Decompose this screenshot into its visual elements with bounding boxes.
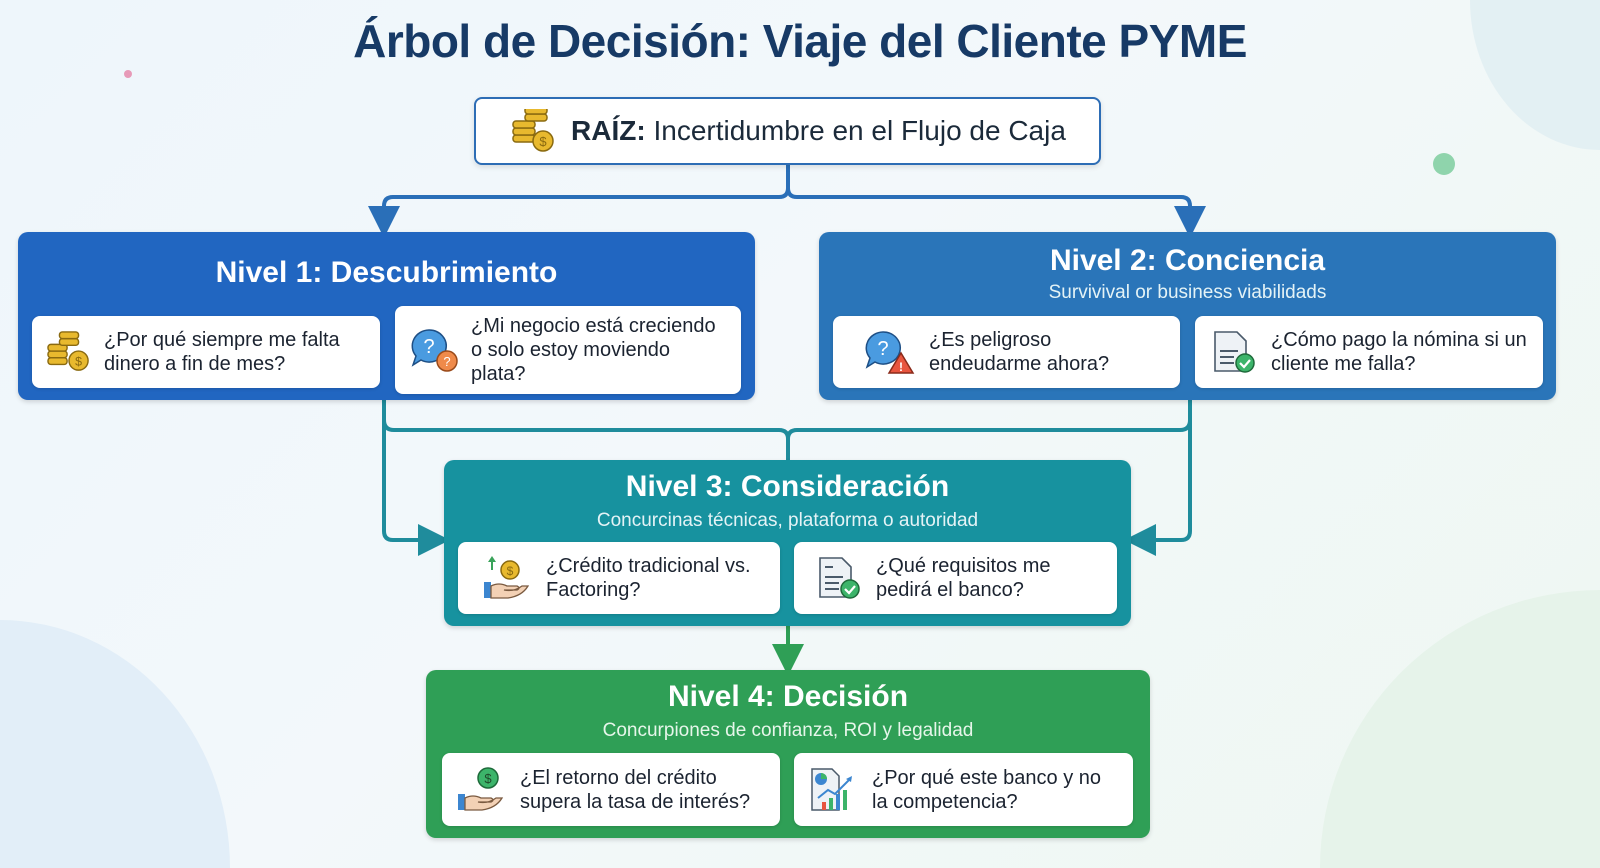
level-2-box: Nivel 2: Conciencia Survivival or busine… (819, 232, 1556, 400)
svg-text:?: ? (443, 354, 450, 369)
question-text: ¿Por qué siempre me falta dinero a fin d… (104, 329, 340, 375)
question-text: ¿Crédito tradicional vs. Factoring? (546, 555, 751, 601)
decor-dot (124, 70, 132, 78)
question-card: $ ¿El retorno del crédito supera la tasa… (442, 753, 780, 826)
question-text: ¿Cómo pago la nómina si un cliente me fa… (1271, 329, 1527, 375)
svg-text:$: $ (539, 134, 547, 149)
question-warning-icon: ?! (865, 331, 915, 374)
question-text: ¿Qué requisitos me pedirá el banco? (876, 555, 1051, 601)
connector-l1-l3 (382, 400, 450, 556)
document-check-icon (1214, 331, 1255, 373)
level-title: Nivel 1: Descubrimiento (215, 256, 558, 289)
svg-text:!: ! (899, 360, 903, 374)
question-card: ?? ¿Mi negocio está creciendo o solo est… (395, 306, 741, 394)
question-card: ¿Cómo pago la nómina si un cliente me fa… (1195, 316, 1543, 388)
level-subtitle: Concurpiones de confianza, ROI y legalid… (602, 720, 974, 741)
level-subtitle: Survivival or business viabilidads (1048, 282, 1327, 303)
question-text: ¿Por qué este banco y no la competencia? (872, 766, 1102, 813)
svg-text:?: ? (877, 338, 888, 360)
svg-text:$: $ (507, 564, 514, 578)
level-title: Nivel 2: Conciencia (1049, 244, 1326, 277)
growth-chart-icon (811, 767, 852, 811)
root-prefix: RAÍZ: (571, 115, 646, 146)
svg-text:$: $ (75, 354, 82, 368)
level-1-box: Nivel 1: Descubrimiento $ ¿Por qué siemp… (18, 232, 755, 400)
decor-dot (1433, 153, 1455, 175)
document-check-icon (819, 557, 860, 599)
level-subtitle: Concurcinas técnicas, plataforma o autor… (596, 510, 979, 531)
question-bubble-icon: ?? (411, 329, 458, 372)
connector-merge (786, 419, 1192, 440)
question-card: ¿Por qué este banco y no la competencia? (794, 753, 1133, 826)
root-node: $ RAÍZ: Incertidumbre en el Flujo de Caj… (474, 97, 1101, 165)
question-text: ¿Es peligroso endeudarme ahora? (929, 329, 1110, 375)
question-card: ?! ¿Es peligroso endeudarme ahora? (833, 316, 1180, 388)
question-card: $ ¿Crédito tradicional vs. Factoring? (458, 542, 780, 614)
hand-dollar-icon: $ (458, 766, 504, 811)
question-card: ¿Qué requisitos me pedirá el banco? (794, 542, 1117, 614)
page-title: Árbol de Decisión: Viaje del Cliente PYM… (353, 15, 1247, 67)
level-title: Nivel 4: Decisión (667, 680, 909, 713)
question-card: $ ¿Por qué siempre me falta dinero a fin… (32, 316, 380, 388)
svg-text:?: ? (423, 336, 434, 358)
level-4-box: Nivel 4: Decisión Concurpiones de confia… (426, 670, 1150, 838)
hand-coin-icon: $ (484, 556, 530, 599)
level-3-box: Nivel 3: Consideración Concurcinas técni… (444, 460, 1131, 626)
question-text: ¿Mi negocio está creciendo o solo estoy … (471, 315, 716, 385)
connector-root-l2 (786, 187, 1206, 238)
connector-l2-l3 (1124, 400, 1192, 556)
svg-text:$: $ (484, 771, 492, 786)
connector-root-l1 (368, 165, 790, 238)
level-title: Nivel 3: Consideración (625, 470, 950, 503)
coins-icon: $ (512, 109, 554, 152)
connector-merge (382, 419, 790, 460)
root-text: Incertidumbre en el Flujo de Caja (653, 115, 1066, 146)
question-text: ¿El retorno del crédito supera la tasa d… (520, 766, 751, 813)
coins-icon: $ (47, 331, 89, 371)
